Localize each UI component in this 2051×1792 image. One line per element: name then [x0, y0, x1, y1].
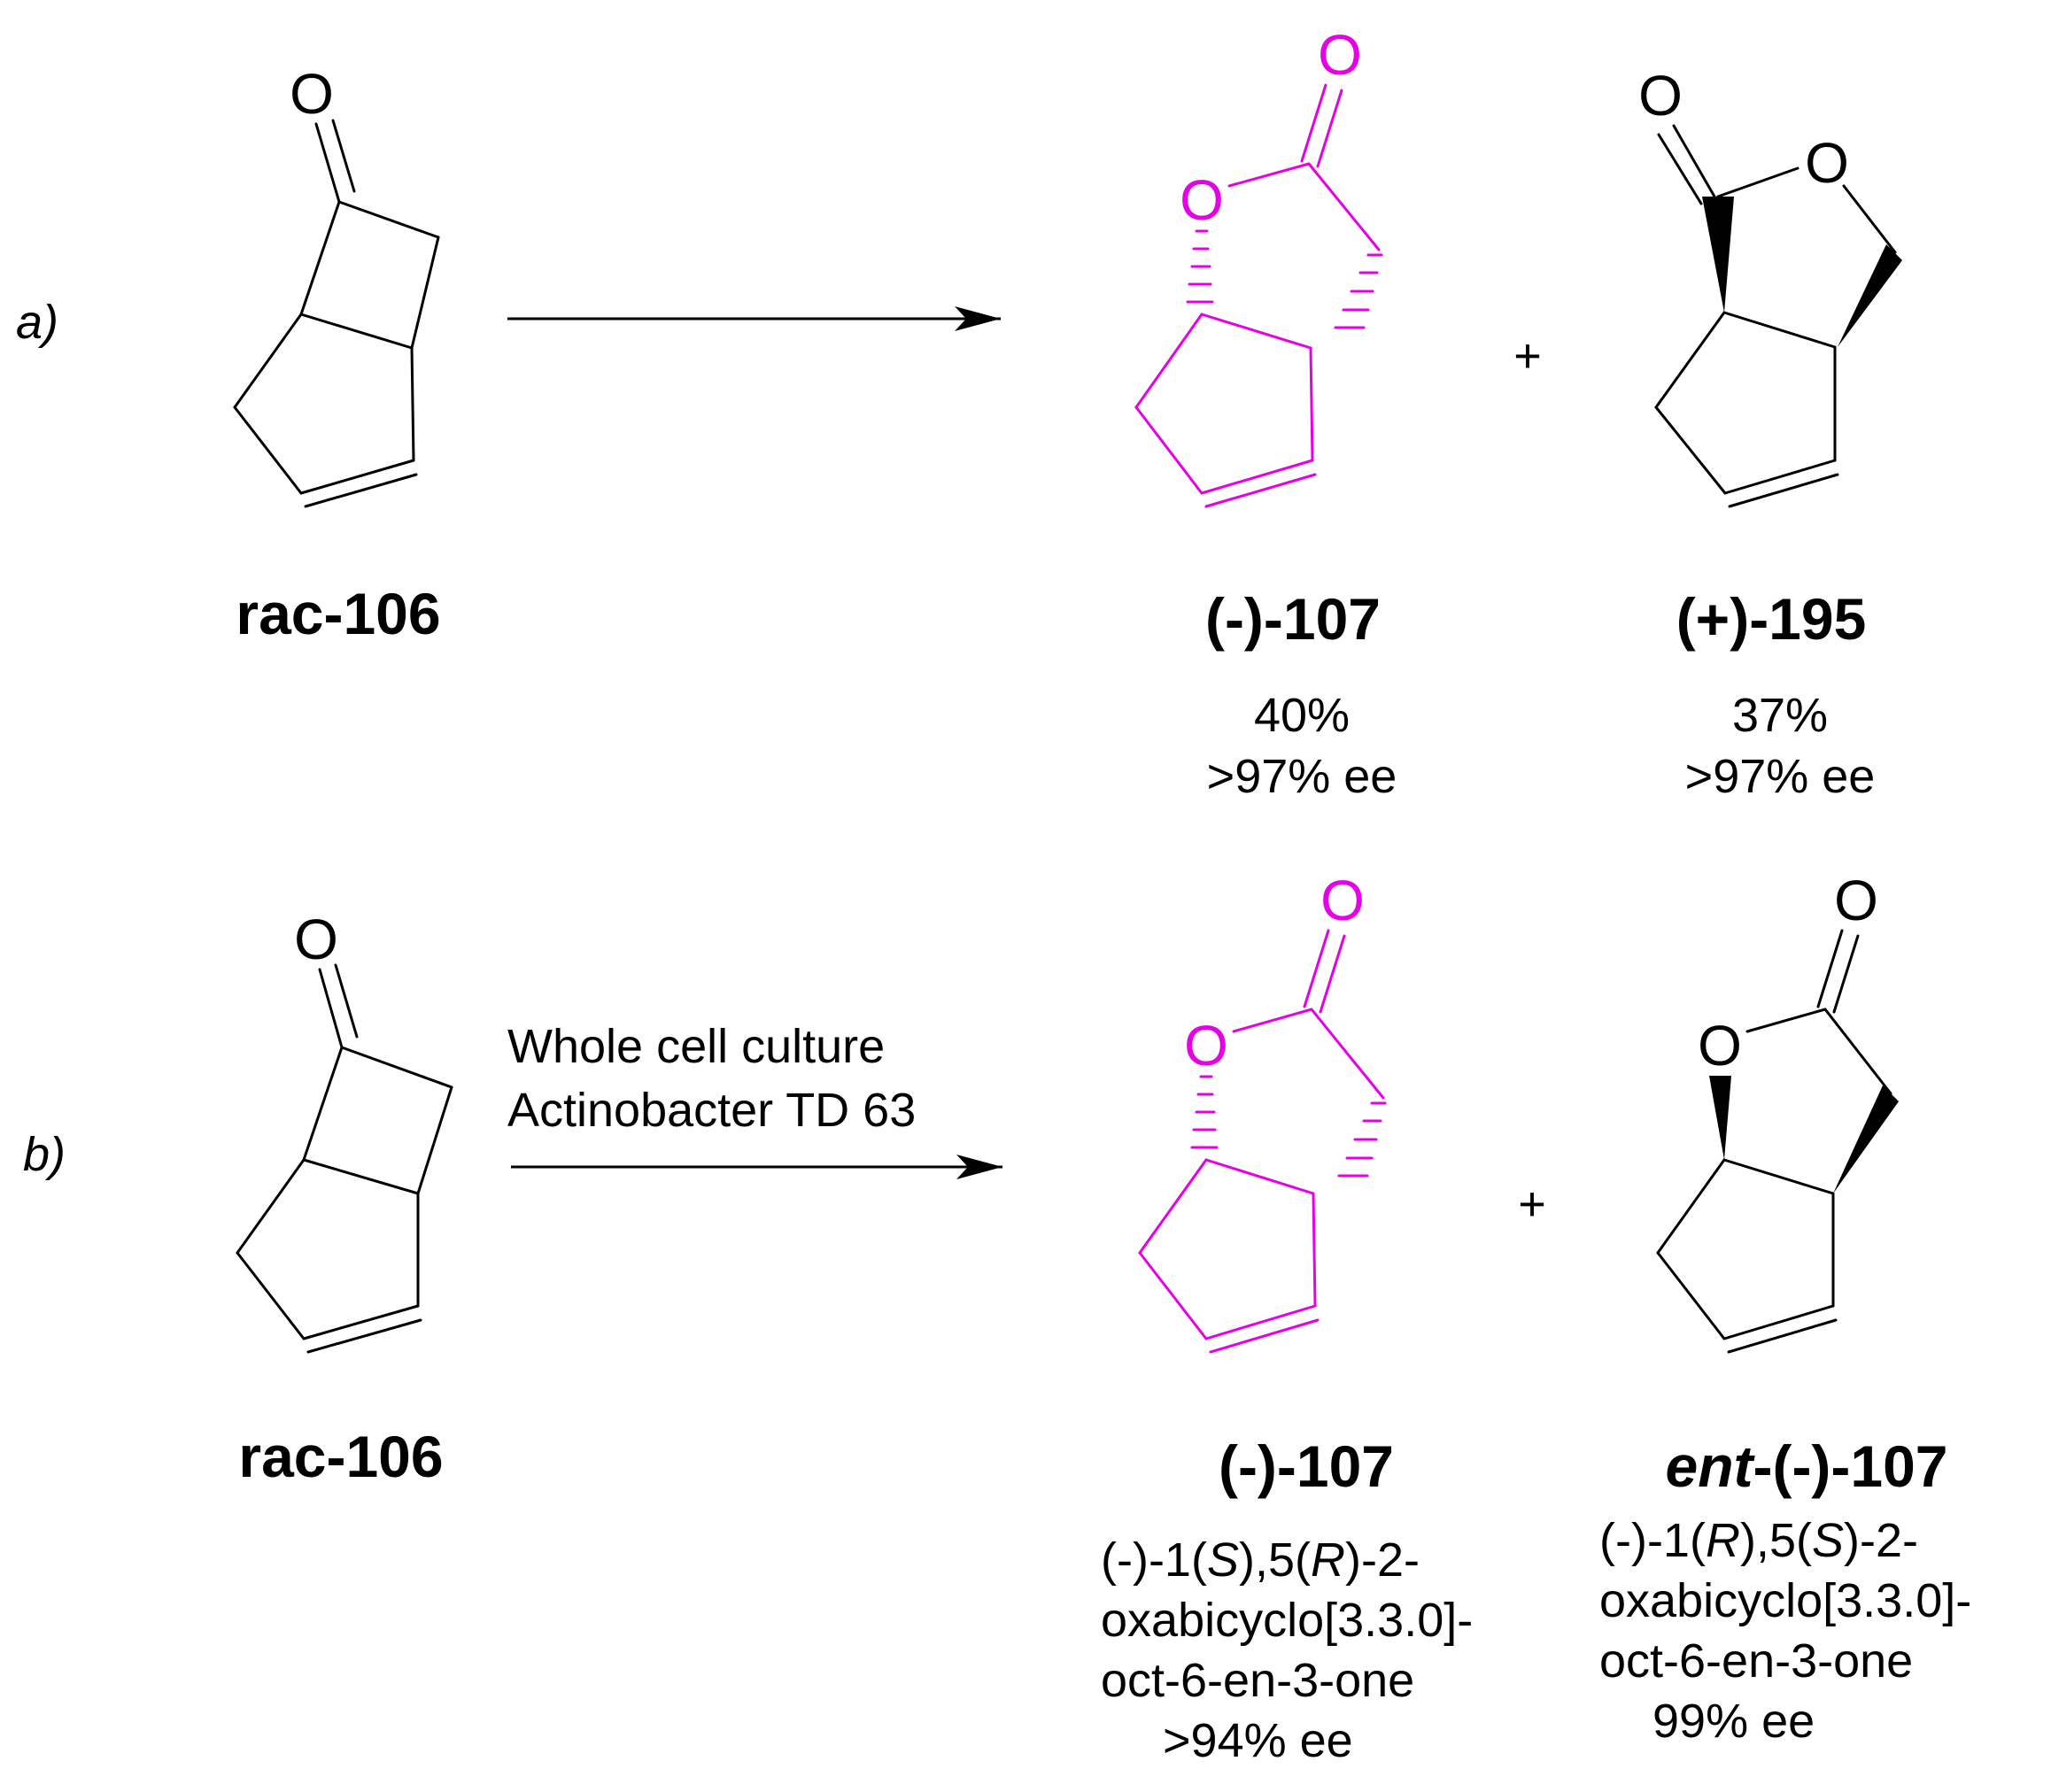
molecule-ent-107-b: O O — [1656, 869, 1899, 1354]
product-1-descriptor-line-1: (-)-1(S),5(R)-2- — [1101, 1533, 1420, 1587]
molecule-107-b: O O — [1138, 869, 1387, 1354]
product-2-name-a: (+)-195 — [1676, 586, 1867, 652]
carbonyl-oxygen-atom: O — [1834, 869, 1878, 932]
product-2-yield-a: 37% — [1732, 689, 1828, 742]
product-2-name-b: ent-(-)-107 — [1665, 1433, 1947, 1499]
molecule-rac-106-b: O — [236, 908, 453, 1354]
product-1-yield-a: 40% — [1254, 689, 1350, 742]
plus-sign-a: + — [1513, 329, 1542, 382]
scheme-a-label: a) — [16, 296, 58, 349]
product-1-descriptor-line-2: oxabicyclo[3.3.0]- — [1101, 1594, 1473, 1647]
product-2-descriptor-line-2: oxabicyclo[3.3.0]- — [1599, 1574, 1971, 1627]
product-1-ee-a: >97% ee — [1207, 750, 1397, 803]
product-1-name-b: (-)-107 — [1219, 1433, 1394, 1499]
product-1-descriptor-line-3: oct-6-en-3-one — [1101, 1654, 1414, 1707]
product-1-ee-b: >94% ee — [1163, 1714, 1353, 1767]
ring-oxygen-atom: O — [1184, 1014, 1228, 1078]
ring-oxygen-atom: O — [1805, 131, 1849, 195]
ring-oxygen-atom: O — [1180, 168, 1224, 232]
molecule-107-a: O O — [1134, 23, 1383, 508]
molecule-rac-106-a: O — [233, 62, 440, 508]
oxygen-atom: O — [294, 908, 338, 971]
starting-material-label-a: rac-106 — [236, 581, 440, 646]
scheme-b-label: b) — [23, 1128, 66, 1181]
product-1-name-a: (-)-107 — [1205, 586, 1381, 652]
carbonyl-oxygen-atom: O — [1638, 64, 1683, 127]
reagent-line-1: Whole cell culture — [507, 1020, 885, 1073]
carbonyl-oxygen-atom: O — [1320, 869, 1365, 932]
product-2-descriptor-line-3: oct-6-en-3-one — [1599, 1634, 1913, 1688]
product-2-ee-b: 99% ee — [1652, 1695, 1815, 1748]
product-2-ee-a: >97% ee — [1685, 750, 1876, 803]
molecule-195-a: O O — [1638, 64, 1902, 508]
carbonyl-oxygen-atom: O — [1318, 23, 1362, 87]
product-2-descriptor-line-1: (-)-1(R),5(S)-2- — [1599, 1514, 1918, 1567]
ring-oxygen-atom: O — [1698, 1014, 1742, 1078]
reagent-line-2: Actinobacter TD 63 — [507, 1084, 916, 1137]
plus-sign-b: + — [1518, 1178, 1546, 1231]
oxygen-atom: O — [290, 62, 334, 126]
starting-material-label-b: rac-106 — [238, 1424, 443, 1489]
